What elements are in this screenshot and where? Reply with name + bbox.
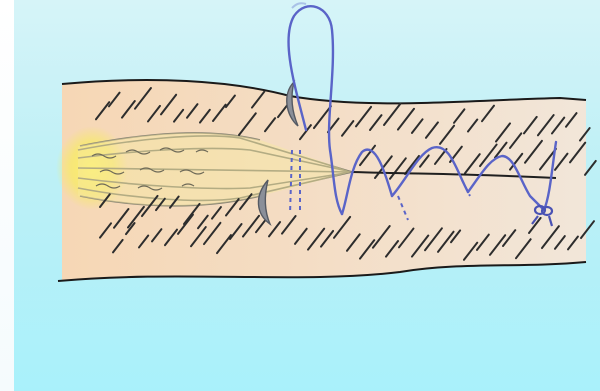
fiber-stroke [585, 161, 596, 175]
